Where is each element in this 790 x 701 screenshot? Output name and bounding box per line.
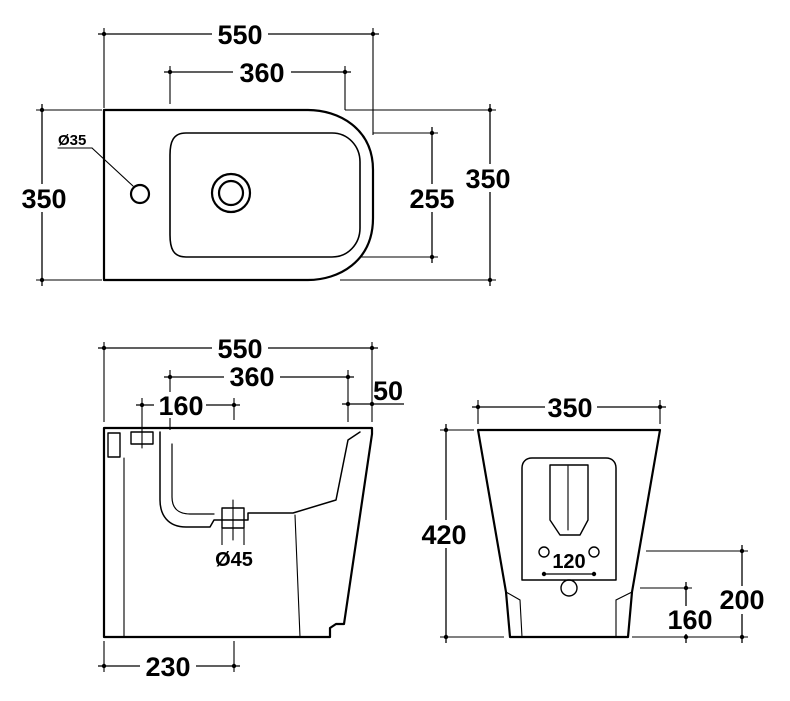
dim-label-depth-left: 350 xyxy=(21,184,66,214)
front-view-recess xyxy=(521,457,617,581)
top-view-outline xyxy=(102,108,375,282)
dimension-tick xyxy=(541,571,547,577)
dimension-tick xyxy=(487,277,493,283)
dimension-tick xyxy=(101,345,107,351)
inlet-hole xyxy=(560,579,578,597)
dimension-tick xyxy=(342,69,348,75)
dimension-tick xyxy=(739,634,745,640)
dimension-tick xyxy=(39,107,45,113)
fixing-hole-left xyxy=(538,546,550,558)
dim-label-inlet-height: 160 xyxy=(667,605,712,635)
dimension-tick xyxy=(591,571,597,577)
dim-label-fixing: 120 xyxy=(552,551,585,573)
side-view-outline xyxy=(102,426,374,639)
dimension-tick xyxy=(231,663,237,669)
dimension-tick xyxy=(683,585,689,591)
dimension-tick xyxy=(369,401,375,407)
dim-label-bowl: 360 xyxy=(229,362,274,392)
dim-label-height: 420 xyxy=(421,520,466,550)
front-view: 120 350 420 200 160 xyxy=(420,393,770,643)
dim-label-depth-right: 350 xyxy=(465,164,510,194)
dim-label-width: 550 xyxy=(217,334,262,364)
fixing-hole-right xyxy=(588,546,600,558)
dimension-tick xyxy=(345,374,351,380)
dimension-tick xyxy=(475,404,481,410)
dimension-tick xyxy=(429,254,435,260)
dim-label-rim-offset: 50 xyxy=(373,376,403,406)
top-view-bowl xyxy=(169,132,361,258)
front-view-foot-left xyxy=(505,591,523,638)
dim-label-width: 550 xyxy=(217,20,262,50)
side-view-rear-cap xyxy=(107,432,121,458)
dimension-tick xyxy=(487,107,493,113)
dim-label-base-offset: 230 xyxy=(145,652,190,682)
dimension-tick xyxy=(345,401,351,407)
dimension-ticks xyxy=(39,31,745,669)
dim-label-drain: Ø45 xyxy=(215,549,253,571)
dim-label-bowl-depth: 255 xyxy=(409,184,454,214)
dimension-tick xyxy=(101,31,107,37)
dim-label-width: 350 xyxy=(547,393,592,423)
dimension-tick xyxy=(39,277,45,283)
dimension-tick xyxy=(369,345,375,351)
dimension-tick xyxy=(167,374,173,380)
dim-label-bowl: 360 xyxy=(239,58,284,88)
dimension-tick xyxy=(683,634,689,640)
tap-hole-label: Ø35 xyxy=(58,132,86,149)
dimension-tick xyxy=(443,427,449,433)
dim-label-tap-offset: 160 xyxy=(158,391,203,421)
dimension-tick xyxy=(739,548,745,554)
front-view-foot-right xyxy=(615,591,633,638)
dimension-tick xyxy=(657,404,663,410)
side-view-bowl xyxy=(159,431,361,528)
dimension-tick xyxy=(101,663,107,669)
dim-label-outlet-height: 200 xyxy=(719,585,764,615)
top-view: Ø35 550 360 350 350 255 xyxy=(20,20,514,286)
dimension-tick xyxy=(370,31,376,37)
side-view-bowl-inner xyxy=(171,443,215,515)
side-view: Ø45 550 360 50 160 230 xyxy=(98,334,404,682)
tap-hole-leader xyxy=(91,147,134,187)
dimension-tick xyxy=(429,130,435,136)
dimension-tick xyxy=(139,402,145,408)
dimension-tick xyxy=(443,634,449,640)
dimension-tick xyxy=(167,69,173,75)
front-view-outline xyxy=(476,428,662,639)
dimension-tick xyxy=(231,402,237,408)
side-view-base-line xyxy=(294,514,301,638)
top-view-drain-inner xyxy=(217,179,245,207)
top-view-drain-outer xyxy=(210,172,252,214)
front-view-outlet xyxy=(549,464,589,536)
tap-hole xyxy=(129,183,151,205)
